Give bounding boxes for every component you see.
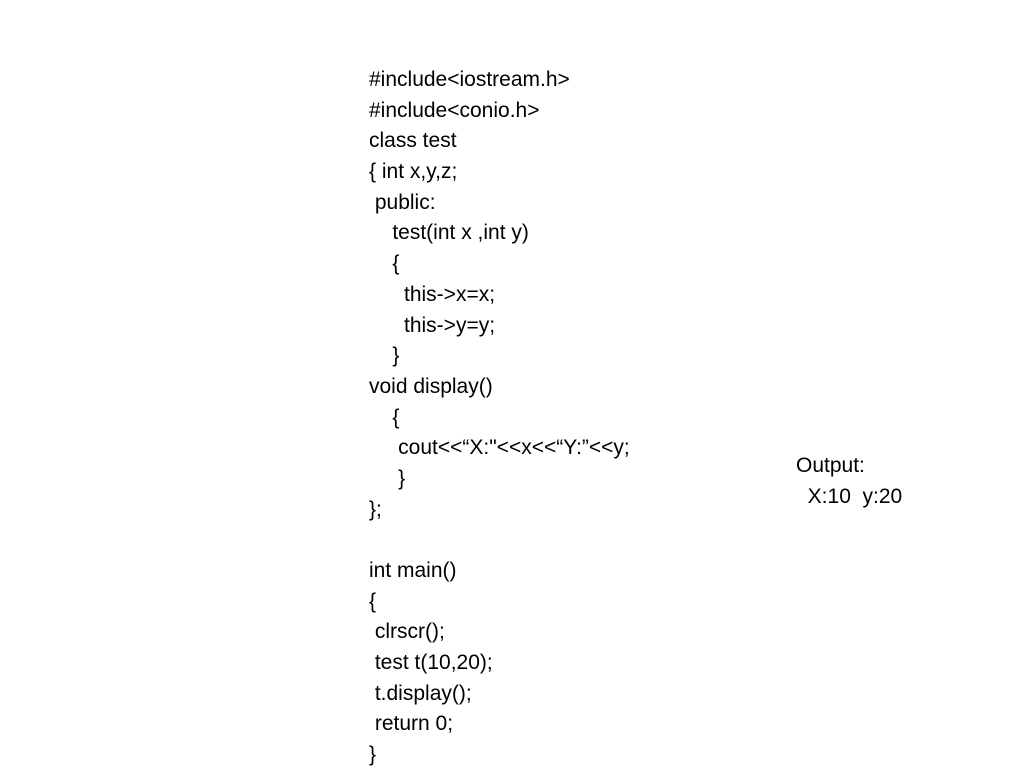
code-line: test(int x ,int y) bbox=[369, 221, 529, 245]
code-line: { bbox=[369, 589, 377, 613]
code-line: return 0; bbox=[369, 712, 454, 736]
code-line: }; bbox=[369, 497, 382, 521]
output-label: Output: bbox=[796, 454, 865, 477]
code-line bbox=[369, 525, 630, 556]
code-line: #include<conio.h> bbox=[369, 98, 540, 122]
code-line: t.display(); bbox=[369, 681, 472, 705]
code-line: class test bbox=[369, 129, 457, 153]
code-line: } bbox=[369, 344, 400, 368]
code-line: void display() bbox=[369, 374, 493, 398]
code-line: { int x,y,z; bbox=[369, 160, 458, 184]
program-output: Output: X:10 y:20 bbox=[796, 451, 902, 512]
code-line: int main() bbox=[369, 559, 457, 582]
code-line: #include<iostream.h> bbox=[369, 68, 570, 91]
code-line: this->y=y; bbox=[369, 313, 496, 337]
code-line: } bbox=[369, 466, 406, 490]
code-line: public: bbox=[369, 190, 436, 214]
code-line: this->x=x; bbox=[369, 282, 496, 306]
code-line: { bbox=[369, 252, 400, 276]
code-listing: #include<iostream.h> #include<conio.h> c… bbox=[369, 65, 630, 771]
code-line: cout<<“X:"<<x<<“Y:”<<y; bbox=[369, 436, 630, 460]
code-line: test t(10,20); bbox=[369, 651, 493, 675]
code-line: } bbox=[369, 743, 377, 767]
code-line: clrscr(); bbox=[369, 620, 445, 644]
output-value: X:10 y:20 bbox=[796, 484, 903, 508]
code-line: { bbox=[369, 405, 400, 429]
